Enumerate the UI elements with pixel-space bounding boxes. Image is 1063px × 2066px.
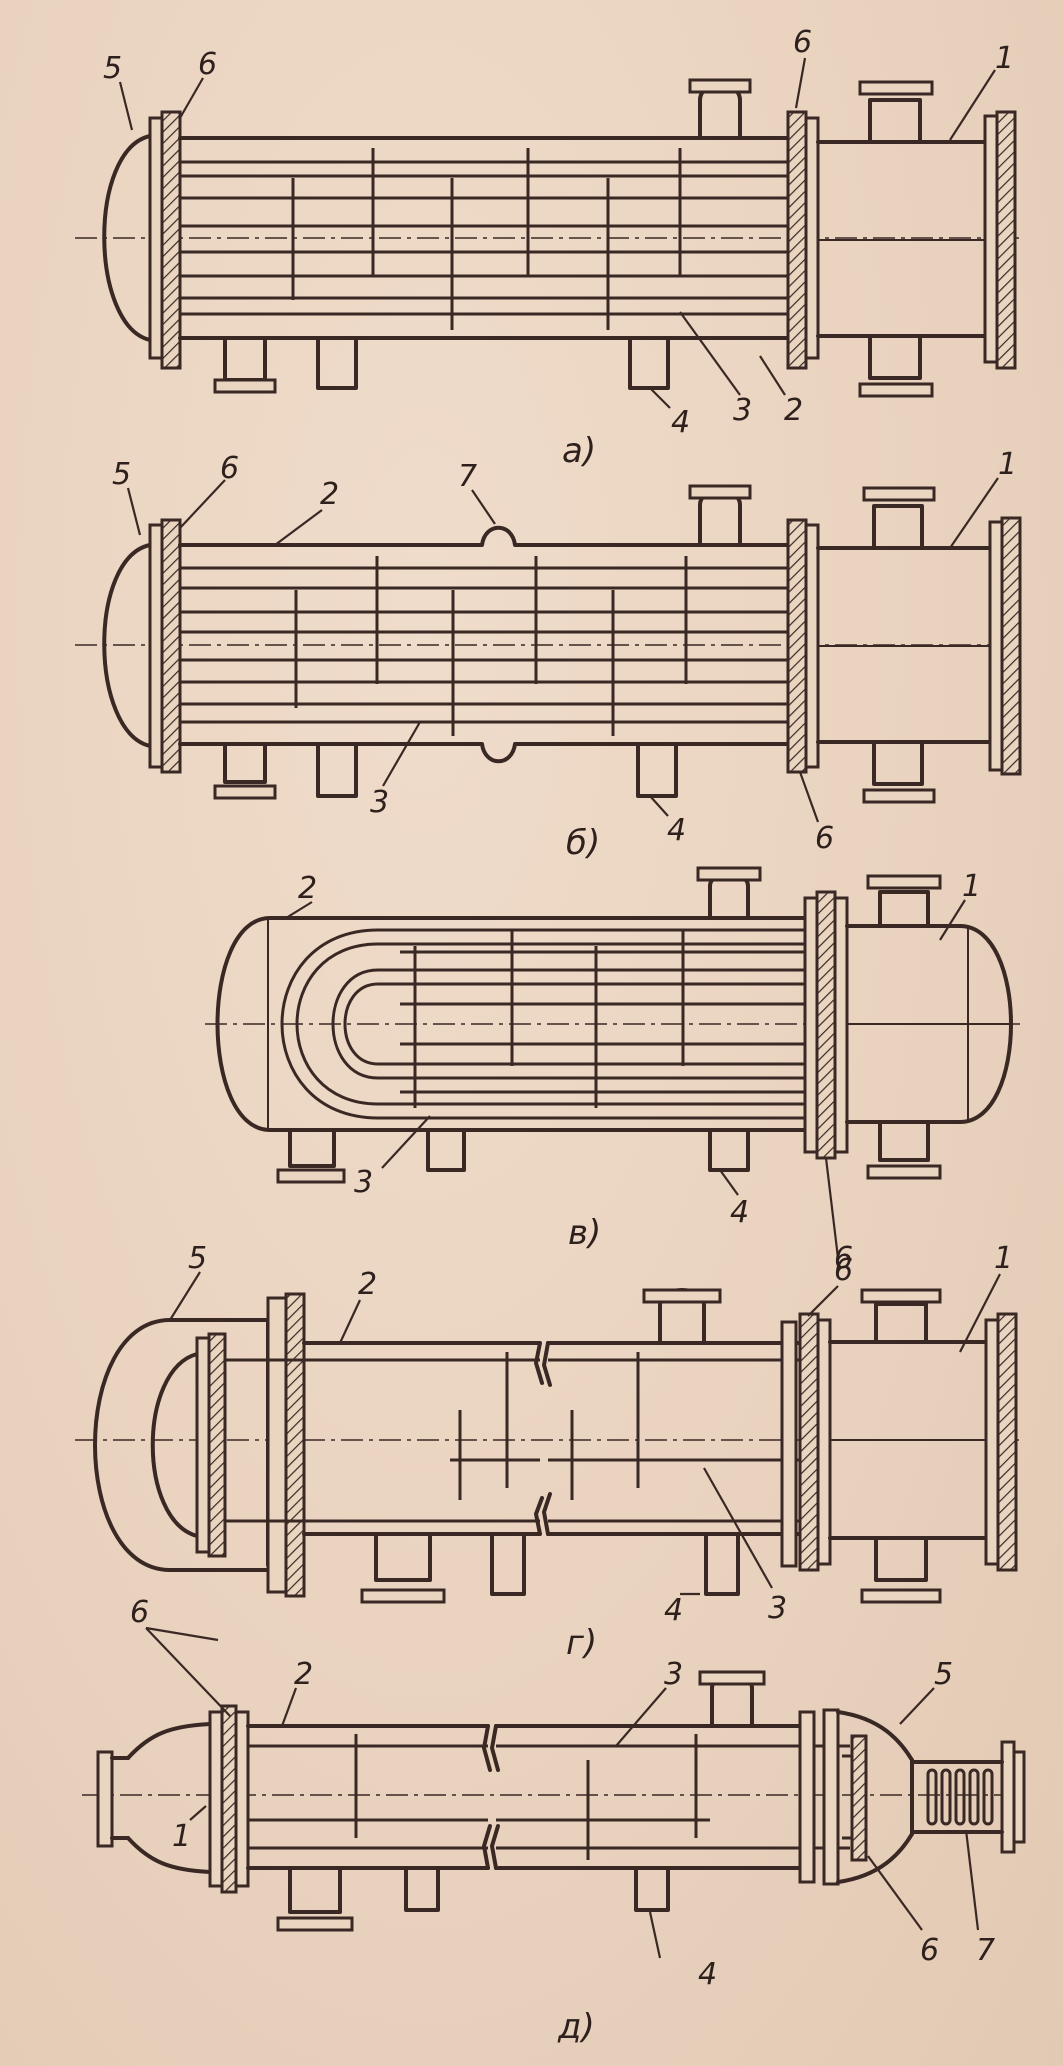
- callout-4: 4: [671, 405, 690, 440]
- figure-caption: г): [566, 1623, 597, 1663]
- callout-6: 6: [198, 47, 217, 82]
- callout-2: 2: [358, 1267, 377, 1302]
- figure-b-expansion-joint-exchanger: 5 6 2 7 1 3 4 6 б): [75, 447, 1022, 863]
- figure-caption: а): [562, 431, 596, 471]
- figure-v-u-tube-exchanger: 2 1 3 4 6 в): [205, 866, 1020, 1276]
- callout-3: 3: [768, 1591, 787, 1626]
- callout-4: 4: [667, 813, 686, 848]
- callout-2: 2: [784, 393, 803, 428]
- callout-5: 5: [934, 1657, 953, 1692]
- callout-5: 5: [103, 51, 122, 86]
- callout-6: 6: [920, 1933, 939, 1968]
- figure-a-fixed-tubesheet-exchanger: 5 6 6 1 3 2 4 а): [75, 25, 1020, 471]
- figure-g-floating-head-exchanger: 5 2 6 1 4 3 г): [75, 1241, 1020, 1663]
- callout-4: 4: [698, 1957, 717, 1992]
- callout-3: 3: [354, 1165, 373, 1200]
- callout-6: 6: [793, 25, 812, 60]
- figure-d-bellows-exchanger: 6 2 3 5 1 4 6 7 д): [82, 1595, 1026, 2047]
- figure-caption: в): [568, 1213, 601, 1253]
- callout-1: 1: [995, 41, 1014, 76]
- callout-5: 5: [188, 1241, 207, 1276]
- callout-2: 2: [298, 871, 317, 906]
- figure-caption: д): [557, 2007, 595, 2047]
- callout-4: 4: [730, 1195, 749, 1230]
- callout-1: 1: [172, 1819, 191, 1854]
- callout-6: 6: [220, 451, 239, 486]
- callout-7: 7: [458, 459, 477, 494]
- callout-6: 6: [834, 1241, 853, 1276]
- callout-6: 6: [130, 1595, 149, 1630]
- callout-4: 4: [664, 1593, 683, 1628]
- callout-1: 1: [962, 869, 981, 904]
- callout-3: 3: [664, 1657, 683, 1692]
- callout-5: 5: [112, 457, 131, 492]
- callout-3: 3: [733, 393, 752, 428]
- callout-6: 6: [834, 1253, 853, 1288]
- callout-1: 1: [994, 1241, 1013, 1276]
- callout-2: 2: [294, 1657, 313, 1692]
- callout-1: 1: [998, 447, 1017, 482]
- callout-6: 6: [815, 821, 834, 856]
- callout-3: 3: [370, 785, 389, 820]
- callout-2: 2: [320, 477, 339, 512]
- callout-7: 7: [976, 1933, 995, 1968]
- figure-caption: б): [566, 823, 600, 863]
